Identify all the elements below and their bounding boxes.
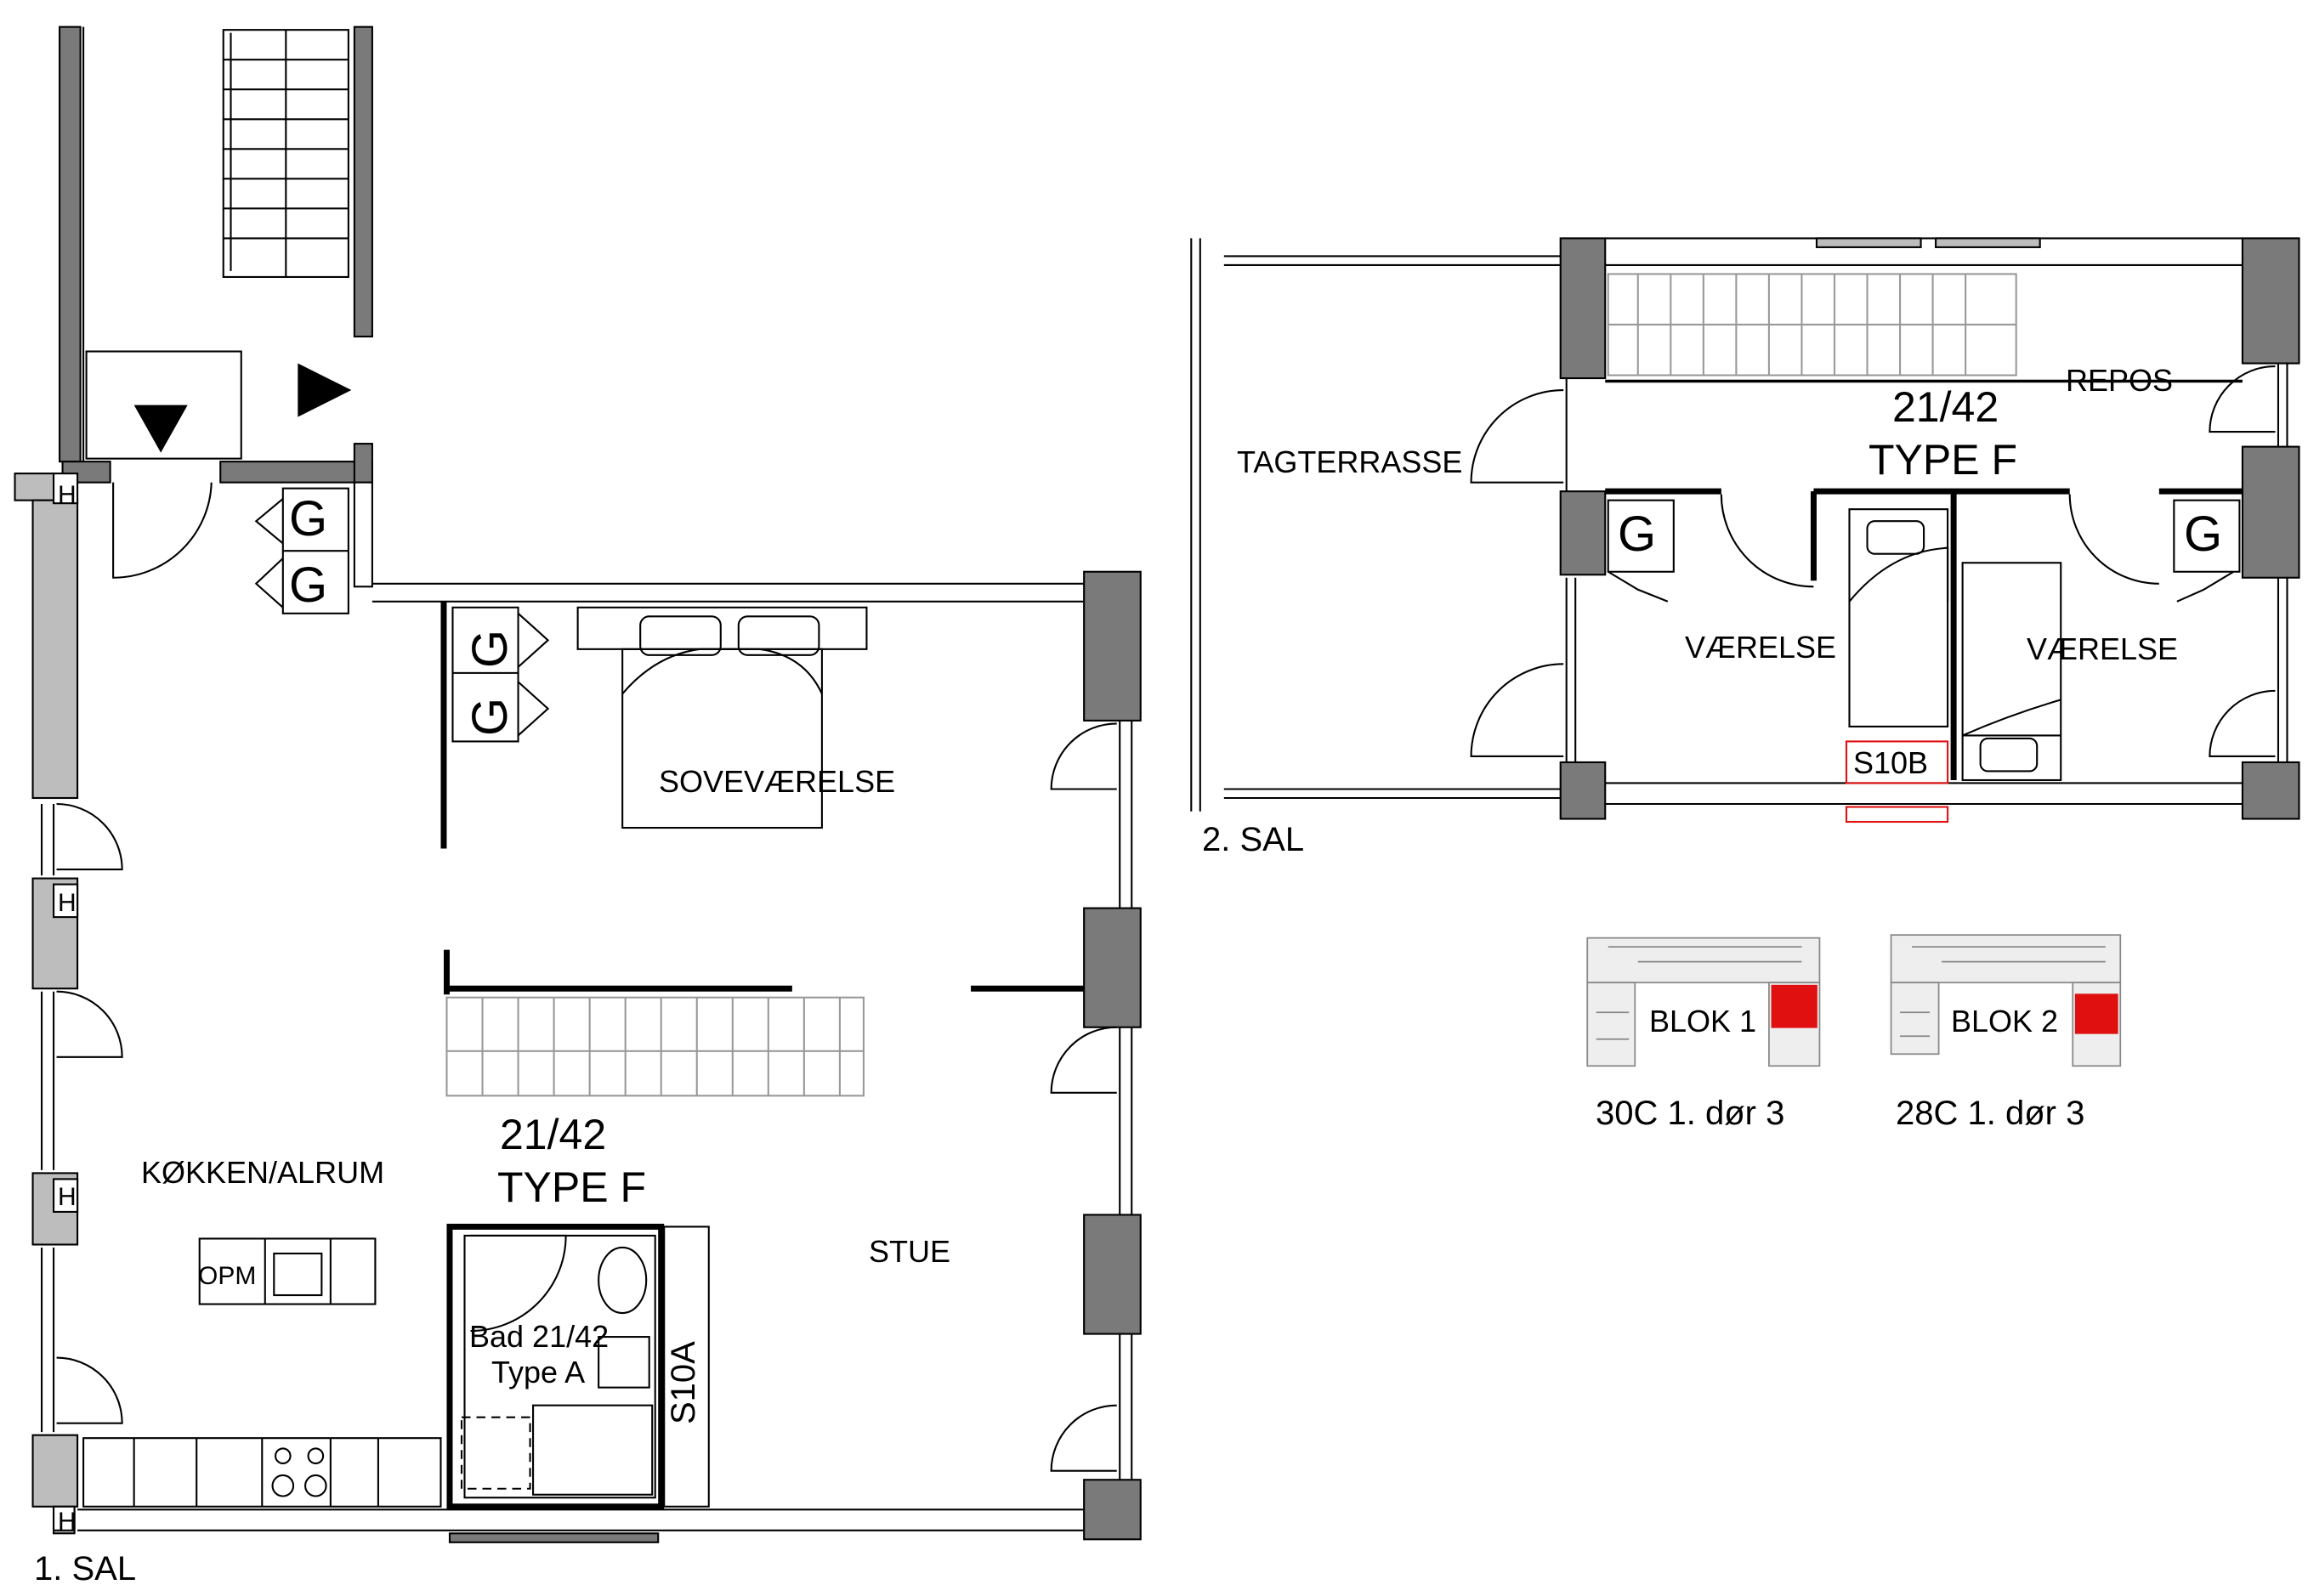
heater-marker: H	[58, 889, 77, 917]
floor1-unit-number: 21/42	[500, 1111, 607, 1158]
room-bedroom-label: SOVEVÆRELSE	[659, 764, 896, 799]
wardrobe-marker: G	[1618, 507, 1657, 562]
key-plan-block-label: BLOK 2	[1951, 1004, 2059, 1039]
floor2-unit-number: 21/42	[1892, 383, 1999, 431]
bath-type-label: Type A	[491, 1355, 586, 1389]
heater-marker: H	[58, 481, 77, 509]
wardrobe-marker: G	[289, 557, 328, 613]
room-living-label: STUE	[869, 1234, 951, 1269]
floor1-label: 1. SAL	[34, 1550, 137, 1588]
floor2-walls	[1190, 237, 2300, 823]
heater-marker: H	[58, 1183, 77, 1211]
key-plan-blok-1	[1586, 937, 1821, 1067]
room-left-label: VÆRELSE	[1685, 630, 1837, 665]
key-plan-address: 30C 1. dør 3	[1596, 1095, 1785, 1132]
key-plan-block-label: BLOK 1	[1649, 1004, 1757, 1039]
entry-arrow-right	[298, 363, 352, 417]
room-landing-label: REPOS	[2066, 363, 2174, 398]
wardrobe-marker: G	[462, 629, 518, 668]
wardrobe-marker: G	[2184, 507, 2223, 562]
floor2-unit-type: TYPE F	[1869, 436, 2018, 484]
storage-label: OPM	[198, 1262, 257, 1290]
entry-arrow-down	[133, 405, 188, 453]
room-right-label: VÆRELSE	[2027, 631, 2179, 666]
key-plan-address: 28C 1. dør 3	[1896, 1095, 2085, 1132]
floor2-label: 2. SAL	[1202, 821, 1305, 858]
shaft-label: S10A	[665, 1341, 702, 1424]
room-kitchen-label: KØKKEN/ALRUM	[141, 1155, 385, 1190]
wardrobe-marker: G	[462, 697, 518, 736]
wardrobe-marker: G	[289, 491, 328, 546]
bath-name-label: Bad 21/42	[469, 1319, 610, 1354]
room-terrace-label: TAGTERRASSE	[1237, 444, 1463, 479]
heater-marker: H	[58, 1508, 77, 1536]
shaft-label: S10B	[1853, 745, 1929, 780]
floor1-unit-type: TYPE F	[497, 1163, 647, 1211]
floor1-walls	[14, 25, 1142, 1543]
key-plan-blok-2	[1890, 934, 2122, 1067]
